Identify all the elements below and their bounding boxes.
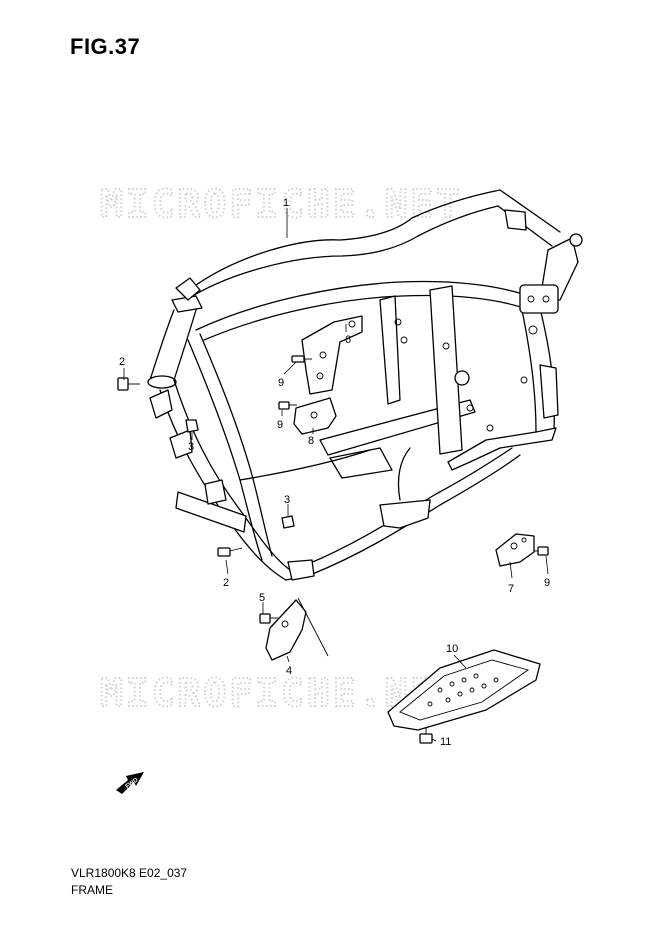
- bolt-2-upper[interactable]: [117, 377, 140, 391]
- callout-3-left: 3: [188, 441, 194, 453]
- callout-10: 10: [446, 643, 458, 655]
- callout-9-lower: 9: [277, 419, 283, 431]
- bracket-7[interactable]: [495, 533, 535, 567]
- nut-3-center[interactable]: [281, 515, 295, 529]
- model-code: VLR1800K8 E02_037: [71, 866, 188, 880]
- callout-2-lower: 2: [223, 577, 229, 589]
- main-frame[interactable]: [147, 189, 583, 581]
- callout-9-right: 9: [544, 577, 550, 589]
- bracket-4[interactable]: [265, 597, 329, 661]
- bracket-8[interactable]: [293, 397, 337, 435]
- bolt-11[interactable]: [419, 724, 433, 744]
- callout-7: 7: [508, 583, 514, 595]
- bolt-9-upper[interactable]: [291, 355, 312, 363]
- watermark-top: MICROFICHE.NET: [100, 182, 462, 226]
- bolt-9-lower[interactable]: [278, 401, 297, 410]
- bolt-5[interactable]: [259, 613, 280, 624]
- callout-3-center: 3: [284, 494, 290, 506]
- callout-8: 8: [308, 435, 314, 447]
- nut-3-left[interactable]: [185, 419, 199, 433]
- figure-caption: FRAME: [71, 883, 113, 897]
- bolt-2-lower[interactable]: [217, 547, 243, 557]
- fwd-arrow-icon: FWD: [116, 772, 144, 794]
- callout-2-upper: 2: [119, 356, 125, 368]
- figure-title: FIG.37: [70, 34, 141, 59]
- callout-6: 6: [345, 334, 351, 346]
- callout-9-upper: 9: [278, 377, 284, 389]
- bracket-6[interactable]: [301, 315, 363, 395]
- callout-5: 5: [259, 592, 265, 604]
- skid-plate-10[interactable]: [387, 649, 541, 731]
- callout-1: 1: [283, 197, 289, 209]
- leader-lines: [123, 208, 549, 742]
- callout-11: 11: [440, 736, 451, 748]
- callout-4: 4: [286, 665, 292, 677]
